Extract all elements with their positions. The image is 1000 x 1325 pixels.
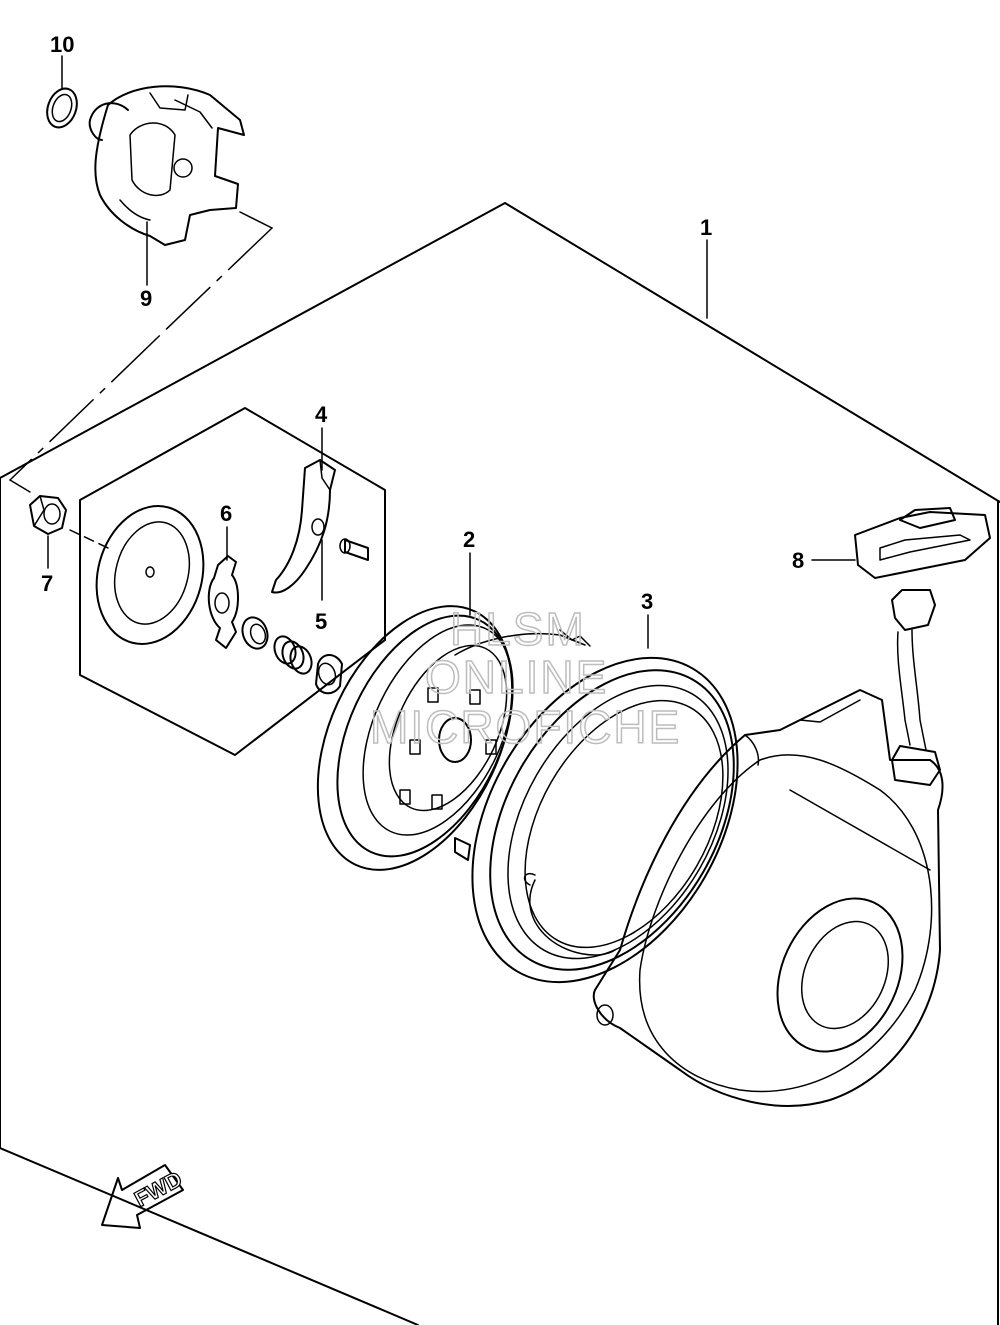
pawl-part xyxy=(271,459,336,594)
watermark: HLSM ONLINE MICROFICHE xyxy=(369,602,681,754)
fwd-label: FWD xyxy=(130,1166,186,1212)
callout-9: 9 xyxy=(140,286,152,311)
ratchet-guide-part xyxy=(207,555,239,649)
callout-1: 1 xyxy=(700,215,712,240)
callout-5: 5 xyxy=(315,609,327,634)
starter-case-part xyxy=(592,689,944,1107)
callout-4: 4 xyxy=(315,402,328,427)
watermark-line1: HLSM xyxy=(450,603,586,655)
callout-3: 3 xyxy=(641,589,653,614)
leader-9-dashed xyxy=(9,211,273,493)
callout-8: 8 xyxy=(792,548,804,573)
starter-handle-part xyxy=(854,507,991,751)
o-ring-part xyxy=(46,87,78,129)
leader-7-dash xyxy=(69,529,109,549)
drive-cup-part xyxy=(88,85,245,246)
callout-6: 6 xyxy=(220,501,232,526)
reel-pulley-part xyxy=(316,605,591,871)
callout-7: 7 xyxy=(41,571,53,596)
callout-leaders xyxy=(47,55,856,649)
callout-2: 2 xyxy=(463,527,475,552)
watermark-line2: ONLINE xyxy=(425,651,608,703)
nut-part xyxy=(29,495,67,535)
spring-bushings-part xyxy=(241,616,343,695)
callout-10: 10 xyxy=(50,32,74,57)
sub-assembly-outline xyxy=(79,407,386,756)
recoil-spring-part xyxy=(471,656,739,984)
assembly-outline xyxy=(0,202,1000,1325)
pin-part xyxy=(339,538,369,561)
watermark-line3: MICROFICHE xyxy=(370,701,681,753)
friction-plate-part xyxy=(95,505,205,645)
